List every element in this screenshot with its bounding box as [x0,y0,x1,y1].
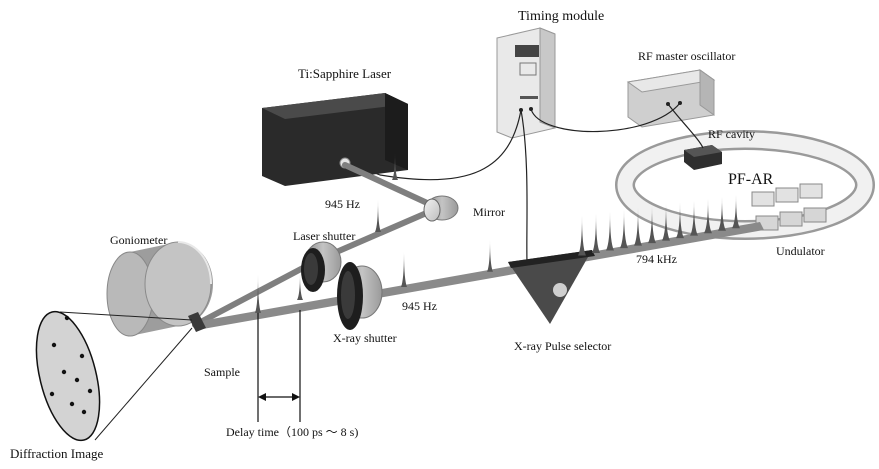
rf-cavity [684,145,722,170]
rf-master-oscillator [626,69,716,128]
diffraction-image [35,310,101,442]
xray-shutter-label: X-ray shutter [333,331,397,345]
diffraction-cone [59,311,193,441]
pulse-spike [401,251,407,288]
pf-ar-label: PF-AR [728,171,774,188]
pulse-spike [592,213,600,254]
diffraction-image-label: Diffraction Image [10,446,103,461]
mirror [423,195,459,222]
laser-shutter-label: Laser shutter [293,229,355,243]
pulse-spike [732,194,740,229]
pulse-spike [578,215,586,256]
delay-time-marker [257,300,301,422]
ti-sapphire-laser [262,93,408,186]
freq-laser-label: 945 Hz [325,197,360,211]
laser-shutter [301,241,342,292]
cables [357,102,704,263]
pulse-train [255,152,740,313]
undulator-label: Undulator [776,244,825,258]
sample [188,312,206,332]
xray-shutter [337,262,383,330]
pulse-spike [297,274,303,300]
rf-cavity-label: RF cavity [708,127,755,141]
pulse-spike [487,239,493,272]
rf-oscillator-label: RF master oscillator [638,49,735,63]
pulse-spike [255,274,261,313]
pulse-spike [634,207,642,246]
labels: Timing module Ti:Sapphire Laser RF maste… [10,9,825,461]
timing-module [496,27,556,139]
pulse-spike [392,152,398,180]
pulse-spike [648,206,656,244]
xray-beam [195,222,764,330]
freq-ring-label: 794 kHz [636,252,677,266]
pulse-spike [375,200,381,232]
pulse-spike [676,202,684,239]
delay-time-label: Delay time（100 ps ～ 8 s) [226,425,358,439]
pulse-spike [662,204,670,241]
pulse-selector-label: X-ray Pulse selector [514,339,611,353]
pulse-spike [620,209,628,249]
goniometer [106,241,213,337]
pulse-spike [704,198,712,234]
pulse-spike [606,211,614,251]
xray-pulse-selector [508,250,595,324]
laser-label: Ti:Sapphire Laser [298,66,392,81]
pulse-spike [690,200,698,236]
mirror-label: Mirror [473,205,505,219]
timing-module-label: Timing module [518,9,604,24]
goniometer-label: Goniometer [110,233,167,247]
sample-label: Sample [204,365,240,379]
freq-xray-label: 945 Hz [402,299,437,313]
pulse-spike [718,196,726,231]
